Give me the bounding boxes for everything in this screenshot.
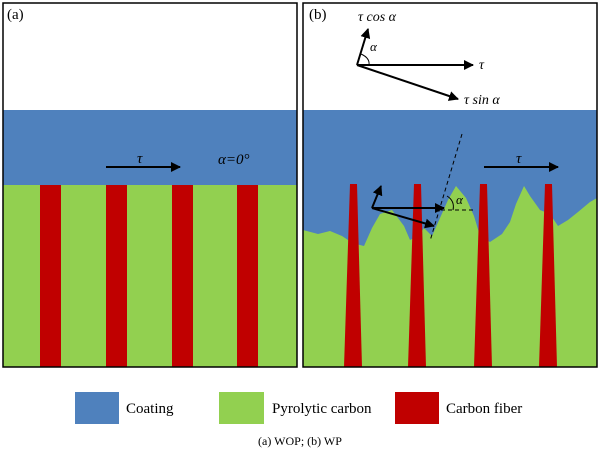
panel-b-fiber-1	[344, 184, 362, 367]
panel-b-local-cos-arrow	[371, 185, 383, 209]
panel-a-fiber-2	[106, 185, 127, 367]
panel-b-tau-layer-label: τ	[516, 151, 522, 167]
panel-a-label: (a)	[7, 7, 24, 23]
panel-b-tau-right-label: τ	[479, 58, 485, 73]
legend-coating-swatch	[75, 392, 119, 424]
panel-b-tau-sin-label: τ sin α	[464, 93, 500, 108]
panel-b-tau-cos-arrow	[356, 28, 371, 66]
legend: Coating Pyrolytic carbon Carbon fiber	[75, 392, 522, 424]
panel-b-alpha-small-label: α	[370, 39, 378, 54]
legend-pyrolytic-swatch	[219, 392, 264, 424]
panel-b-fiber-4	[539, 184, 557, 367]
panel-b-border	[302, 2, 598, 368]
panel-a-tau-label: τ	[137, 151, 143, 167]
panel-b-tau-cos-label: τ cos α	[358, 10, 397, 25]
panel-b-fiber-2	[408, 184, 426, 367]
legend-fiber-swatch	[395, 392, 439, 424]
panel-a-fiber-3	[172, 185, 193, 367]
panel-b: (b) τ cos α α τ τ sin α α τ	[302, 2, 598, 368]
legend-pyrolytic-label: Pyrolytic carbon	[272, 401, 372, 417]
panel-b-fiber-3	[474, 184, 492, 367]
panel-b-tau-sin-arrow	[356, 64, 459, 101]
panel-a-fiber-1	[40, 185, 61, 367]
legend-coating-label: Coating	[126, 401, 174, 417]
panel-a-border	[2, 2, 298, 368]
panel-b-alpha-mid-label: α	[456, 192, 464, 207]
legend-fiber-label: Carbon fiber	[446, 401, 522, 417]
panel-a-alpha-label: α=0°	[218, 152, 250, 168]
panel-a: (a) τ α=0°	[2, 2, 298, 368]
panel-b-local-sin-arrow	[371, 207, 435, 229]
panel-b-alpha-arc-mid	[446, 195, 454, 211]
panel-b-pyrolytic-carbon	[303, 186, 597, 367]
panel-a-fiber-4	[237, 185, 258, 367]
panel-a-coating	[3, 110, 297, 185]
panel-b-alpha-arc-top	[360, 53, 370, 66]
panel-b-label: (b)	[309, 7, 327, 23]
panel-b-interface-dashed-line	[429, 133, 463, 242]
figure-caption: (a) WOP; (b) WP	[258, 434, 342, 448]
